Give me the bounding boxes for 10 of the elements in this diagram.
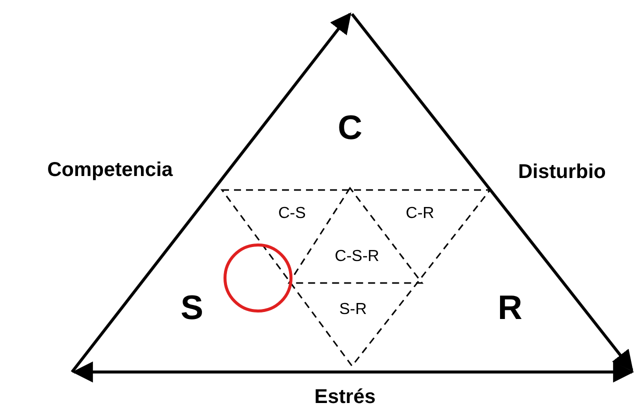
corner-label: C: [338, 111, 362, 145]
region-label: S-R: [339, 302, 367, 318]
axis-label: Disturbio: [518, 162, 606, 182]
axis-label: Estrés: [314, 387, 376, 407]
axis-label: Competencia: [47, 160, 173, 180]
region-label: C-R: [406, 206, 434, 222]
region-label: C-S-R: [334, 249, 380, 265]
corner-label: S: [180, 291, 204, 325]
region-label: C-S: [278, 206, 306, 222]
corner-label: R: [498, 291, 522, 325]
